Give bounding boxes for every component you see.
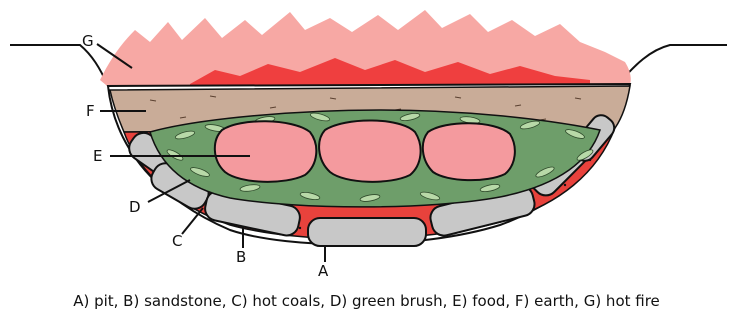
food-item-left bbox=[215, 121, 316, 182]
food-item-right bbox=[423, 123, 515, 180]
sandstone-stone bbox=[308, 218, 426, 246]
label-b: B bbox=[236, 248, 246, 266]
label-d: D bbox=[129, 198, 141, 216]
label-f: F bbox=[86, 102, 95, 120]
label-g: G bbox=[82, 32, 94, 50]
food-items bbox=[215, 120, 515, 181]
food-item-middle bbox=[319, 120, 420, 181]
label-e: E bbox=[93, 147, 102, 165]
label-a: A bbox=[318, 262, 329, 280]
diagram-caption: A) pit, B) sandstone, C) hot coals, D) g… bbox=[0, 292, 733, 310]
leader-line-c bbox=[182, 208, 203, 234]
label-c: C bbox=[172, 232, 182, 250]
